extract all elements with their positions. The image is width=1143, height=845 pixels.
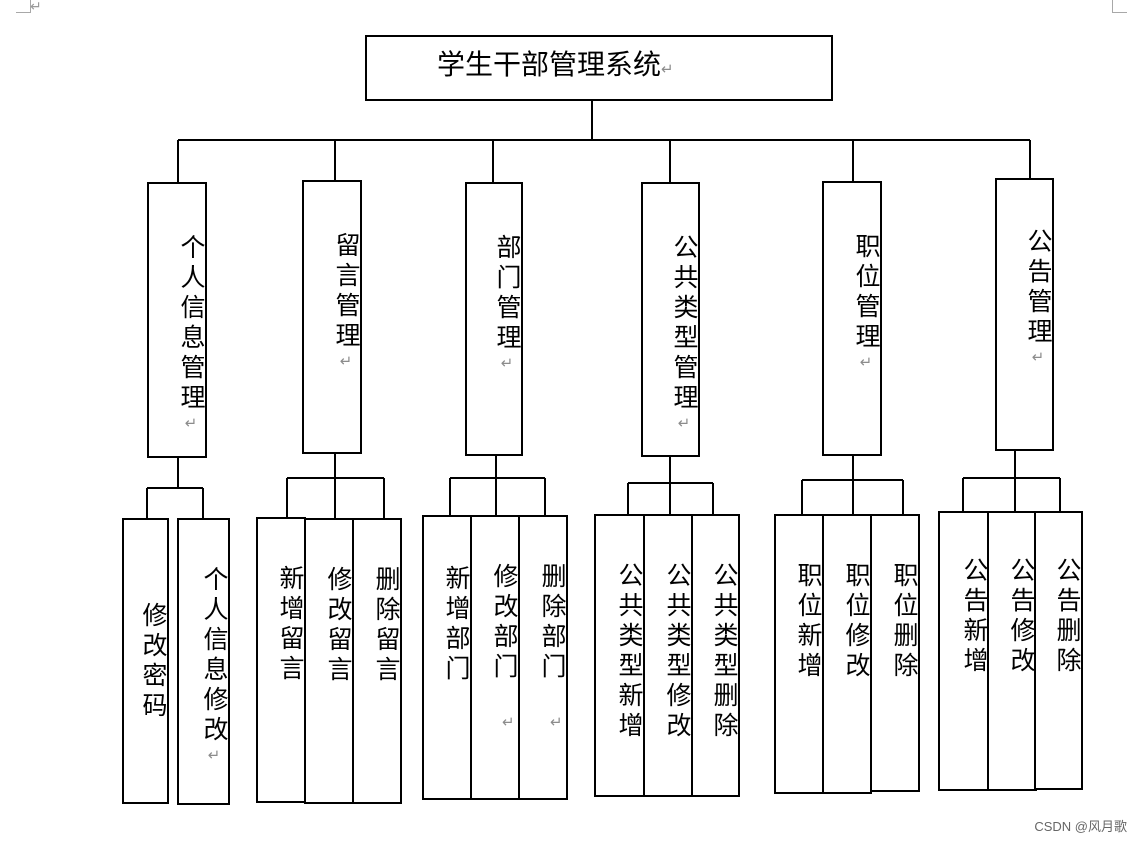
page-return-mark: ↵: [30, 0, 42, 15]
paragraph-mark: ↵: [661, 60, 674, 78]
leaf-label: 个人信息修改↵: [200, 566, 229, 764]
module-node-announcements: 公告管理↵: [995, 178, 1054, 451]
leaf-label: 修改密码: [139, 602, 168, 722]
leaf-node-change-password: 修改密码: [122, 518, 169, 804]
leaf-node-add-department: 新增部门: [422, 515, 472, 800]
leaf-node-edit-message: 修改留言: [304, 518, 354, 804]
leaf-node-add-position: 职位新增: [774, 514, 824, 794]
leaf-node-edit-personal-info: 个人信息修改↵: [177, 518, 230, 805]
leaf-node-delete-announcement: 公告删除: [1034, 511, 1083, 790]
leaf-node-edit-common-type: 公共类型修改: [643, 514, 693, 797]
paragraph-mark: ↵: [502, 713, 515, 731]
leaf-label: 修改部门: [490, 563, 519, 683]
leaf-node-delete-department: 删除部门 ↵: [518, 515, 568, 800]
leaf-label: 职位修改: [842, 562, 871, 682]
leaf-label: 公告删除: [1053, 557, 1082, 677]
leaf-label: 删除留言: [372, 566, 401, 686]
module-node-departments: 部门管理↵: [465, 182, 523, 456]
module-node-common-types: 公共类型管理↵: [641, 182, 700, 457]
leaf-node-delete-message: 删除留言: [352, 518, 402, 804]
module-node-positions: 职位管理↵: [822, 181, 882, 456]
module-node-messages: 留言管理↵: [302, 180, 362, 454]
module-node-personal-info: 个人信息管理↵: [147, 182, 207, 458]
leaf-node-delete-position: 职位删除: [870, 514, 920, 792]
page-corner-mark-left: [16, 0, 31, 13]
leaf-label: 职位新增: [794, 562, 823, 682]
page-corner-mark-right: [1112, 0, 1127, 13]
module-label: 公告管理↵: [1024, 228, 1053, 366]
module-label: 个人信息管理↵: [177, 234, 206, 432]
module-label: 部门管理↵: [493, 234, 522, 372]
module-label: 留言管理↵: [332, 232, 361, 370]
leaf-label: 公共类型新增: [615, 562, 644, 742]
leaf-label: 公共类型修改: [663, 562, 692, 742]
leaf-node-add-common-type: 公共类型新增: [594, 514, 645, 797]
leaf-node-edit-announcement: 公告修改: [987, 511, 1037, 791]
module-label: 职位管理↵: [852, 233, 881, 371]
leaf-node-edit-position: 职位修改: [822, 514, 872, 794]
root-node: 学生干部管理系统↵: [365, 35, 833, 101]
leaf-label: 职位删除: [890, 562, 919, 682]
leaf-label: 新增部门: [442, 565, 471, 685]
module-label: 公共类型管理↵: [670, 234, 699, 432]
paragraph-mark: ↵: [550, 713, 563, 731]
leaf-label: 修改留言: [324, 566, 353, 686]
leaf-node-edit-department: 修改部门 ↵: [470, 515, 520, 800]
leaf-node-delete-common-type: 公共类型删除: [691, 514, 740, 797]
leaf-node-add-announcement: 公告新增: [938, 511, 990, 791]
root-label: 学生干部管理系统↵: [437, 48, 674, 81]
leaf-node-add-message: 新增留言: [256, 517, 306, 803]
leaf-label: 公告修改: [1007, 557, 1036, 677]
leaf-label: 公共类型删除: [710, 562, 739, 742]
credit-watermark: CSDN @风月歌: [1034, 819, 1127, 834]
leaf-label: 公告新增: [960, 557, 989, 677]
leaf-label: 新增留言: [276, 565, 305, 685]
leaf-label: 删除部门: [538, 563, 567, 683]
